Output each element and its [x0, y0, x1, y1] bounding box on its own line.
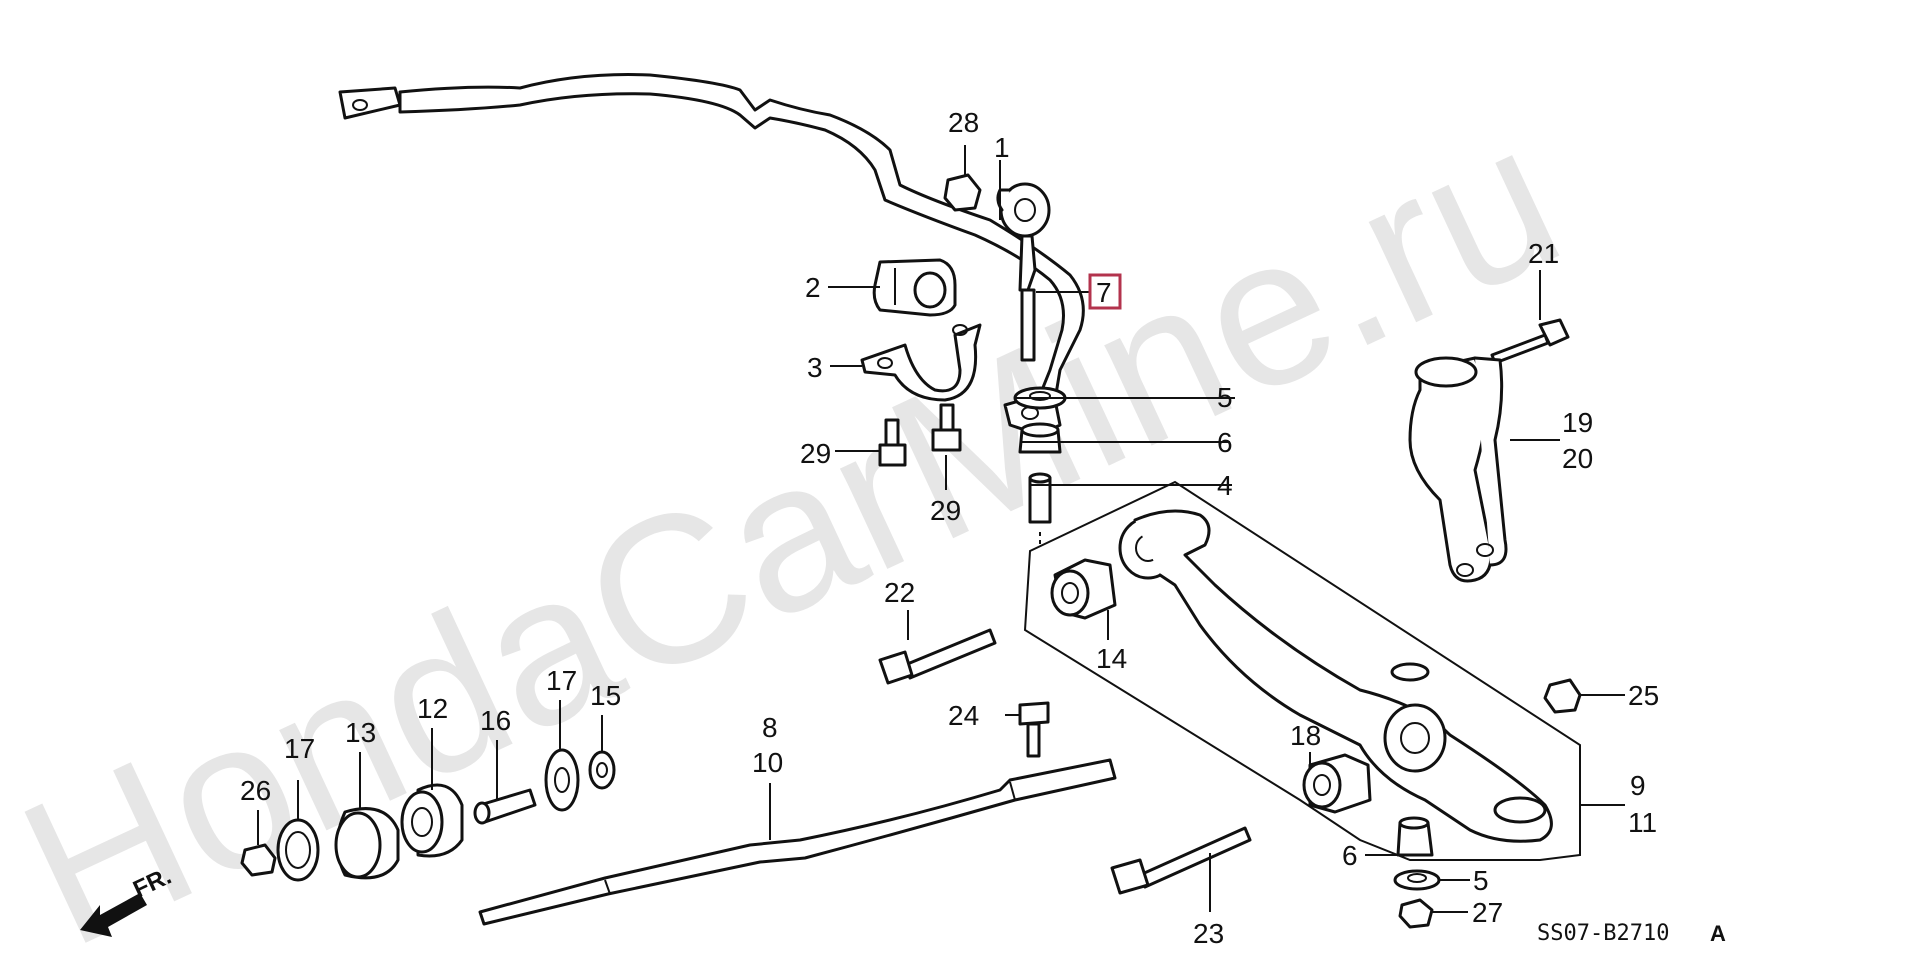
stabilizer-link: [996, 182, 1051, 362]
self-locking-nut-27: [1398, 898, 1434, 929]
lower-arm-assembly-box: [1023, 480, 1581, 861]
damper-fork: [1408, 356, 1508, 583]
callout-12[interactable]: 12: [417, 693, 448, 724]
lower-arm: [1118, 509, 1553, 843]
watermark: HondaCarMine.ru: [0, 77, 1591, 959]
diagram-code: SS07-B2710: [1537, 921, 1669, 946]
callout-28[interactable]: 28: [948, 107, 979, 138]
callout-7-highlight: [1088, 273, 1122, 310]
callout-21[interactable]: 21: [1528, 238, 1559, 269]
flange-bolt-22: [878, 628, 997, 685]
washer-17-left: [276, 818, 320, 882]
arm-bushing-18: [1302, 753, 1372, 814]
callout-13[interactable]: 13: [345, 717, 376, 748]
callout-5-upper[interactable]: 5: [1217, 382, 1233, 413]
self-locking-nut-25: [1543, 678, 1582, 714]
self-locking-nut-28: [943, 173, 982, 212]
callout-22[interactable]: 22: [884, 577, 915, 608]
callout-5-lower[interactable]: 5: [1473, 865, 1489, 896]
callout-17-left[interactable]: 17: [284, 733, 315, 764]
callout-15[interactable]: 15: [590, 680, 621, 711]
callout-9[interactable]: 9: [1630, 770, 1646, 801]
self-locking-nut-26: [240, 843, 277, 877]
callout-16[interactable]: 16: [480, 705, 511, 736]
callout-14[interactable]: 14: [1096, 643, 1127, 674]
callout-24[interactable]: 24: [948, 700, 979, 731]
callout-29-left[interactable]: 29: [800, 438, 831, 469]
callout-6-lower[interactable]: 6: [1342, 840, 1358, 871]
callout-3[interactable]: 3: [807, 352, 823, 383]
callout-18[interactable]: 18: [1290, 720, 1321, 751]
callout-11[interactable]: 11: [1628, 807, 1657, 838]
radius-rod-bushing-13: [334, 807, 400, 880]
radius-rod-bushing-12: [400, 783, 464, 858]
link-bushing-6-lower: [1396, 816, 1434, 857]
flange-bolt-24: [1018, 701, 1050, 758]
front-direction-arrow-icon: [80, 893, 147, 937]
flange-bolt-right: [931, 403, 962, 452]
stabilizer-bushing: [872, 258, 957, 317]
flange-bolt-21: [1490, 318, 1570, 365]
callout-20[interactable]: 20: [1562, 443, 1593, 474]
collar-4: [1028, 472, 1052, 524]
callout-23[interactable]: 23: [1193, 918, 1224, 949]
washer-15: [588, 750, 616, 790]
callout-10[interactable]: 10: [752, 747, 783, 778]
flange-bolt-23: [1110, 826, 1252, 895]
stabilizer-bar: [338, 73, 1085, 437]
washer-5-lower: [1393, 869, 1441, 891]
callout-17-right[interactable]: 17: [546, 665, 577, 696]
callout-19[interactable]: 19: [1562, 407, 1593, 438]
diagram-code-suffix: A: [1710, 921, 1726, 946]
callout-29-right[interactable]: 29: [930, 495, 961, 526]
link-bushing-6-upper: [1018, 422, 1062, 454]
callout-8[interactable]: 8: [762, 712, 778, 743]
callout-7[interactable]: 7: [1096, 277, 1112, 308]
radius-rod: [478, 758, 1117, 926]
bushing-holder: [860, 323, 982, 402]
callout-25[interactable]: 25: [1628, 680, 1659, 711]
callout-2[interactable]: 2: [805, 272, 821, 303]
collar-16: [473, 788, 537, 825]
callout-6-upper[interactable]: 6: [1217, 427, 1233, 458]
callout-26[interactable]: 26: [240, 775, 271, 806]
leader-lines: [257, 145, 1625, 913]
callout-1[interactable]: 1: [994, 132, 1010, 163]
callout-4[interactable]: 4: [1217, 470, 1233, 501]
arm-bushing-14: [1050, 558, 1117, 620]
callout-27[interactable]: 27: [1472, 897, 1503, 928]
flange-bolt-left: [878, 418, 907, 467]
washer-17-right: [544, 748, 580, 812]
